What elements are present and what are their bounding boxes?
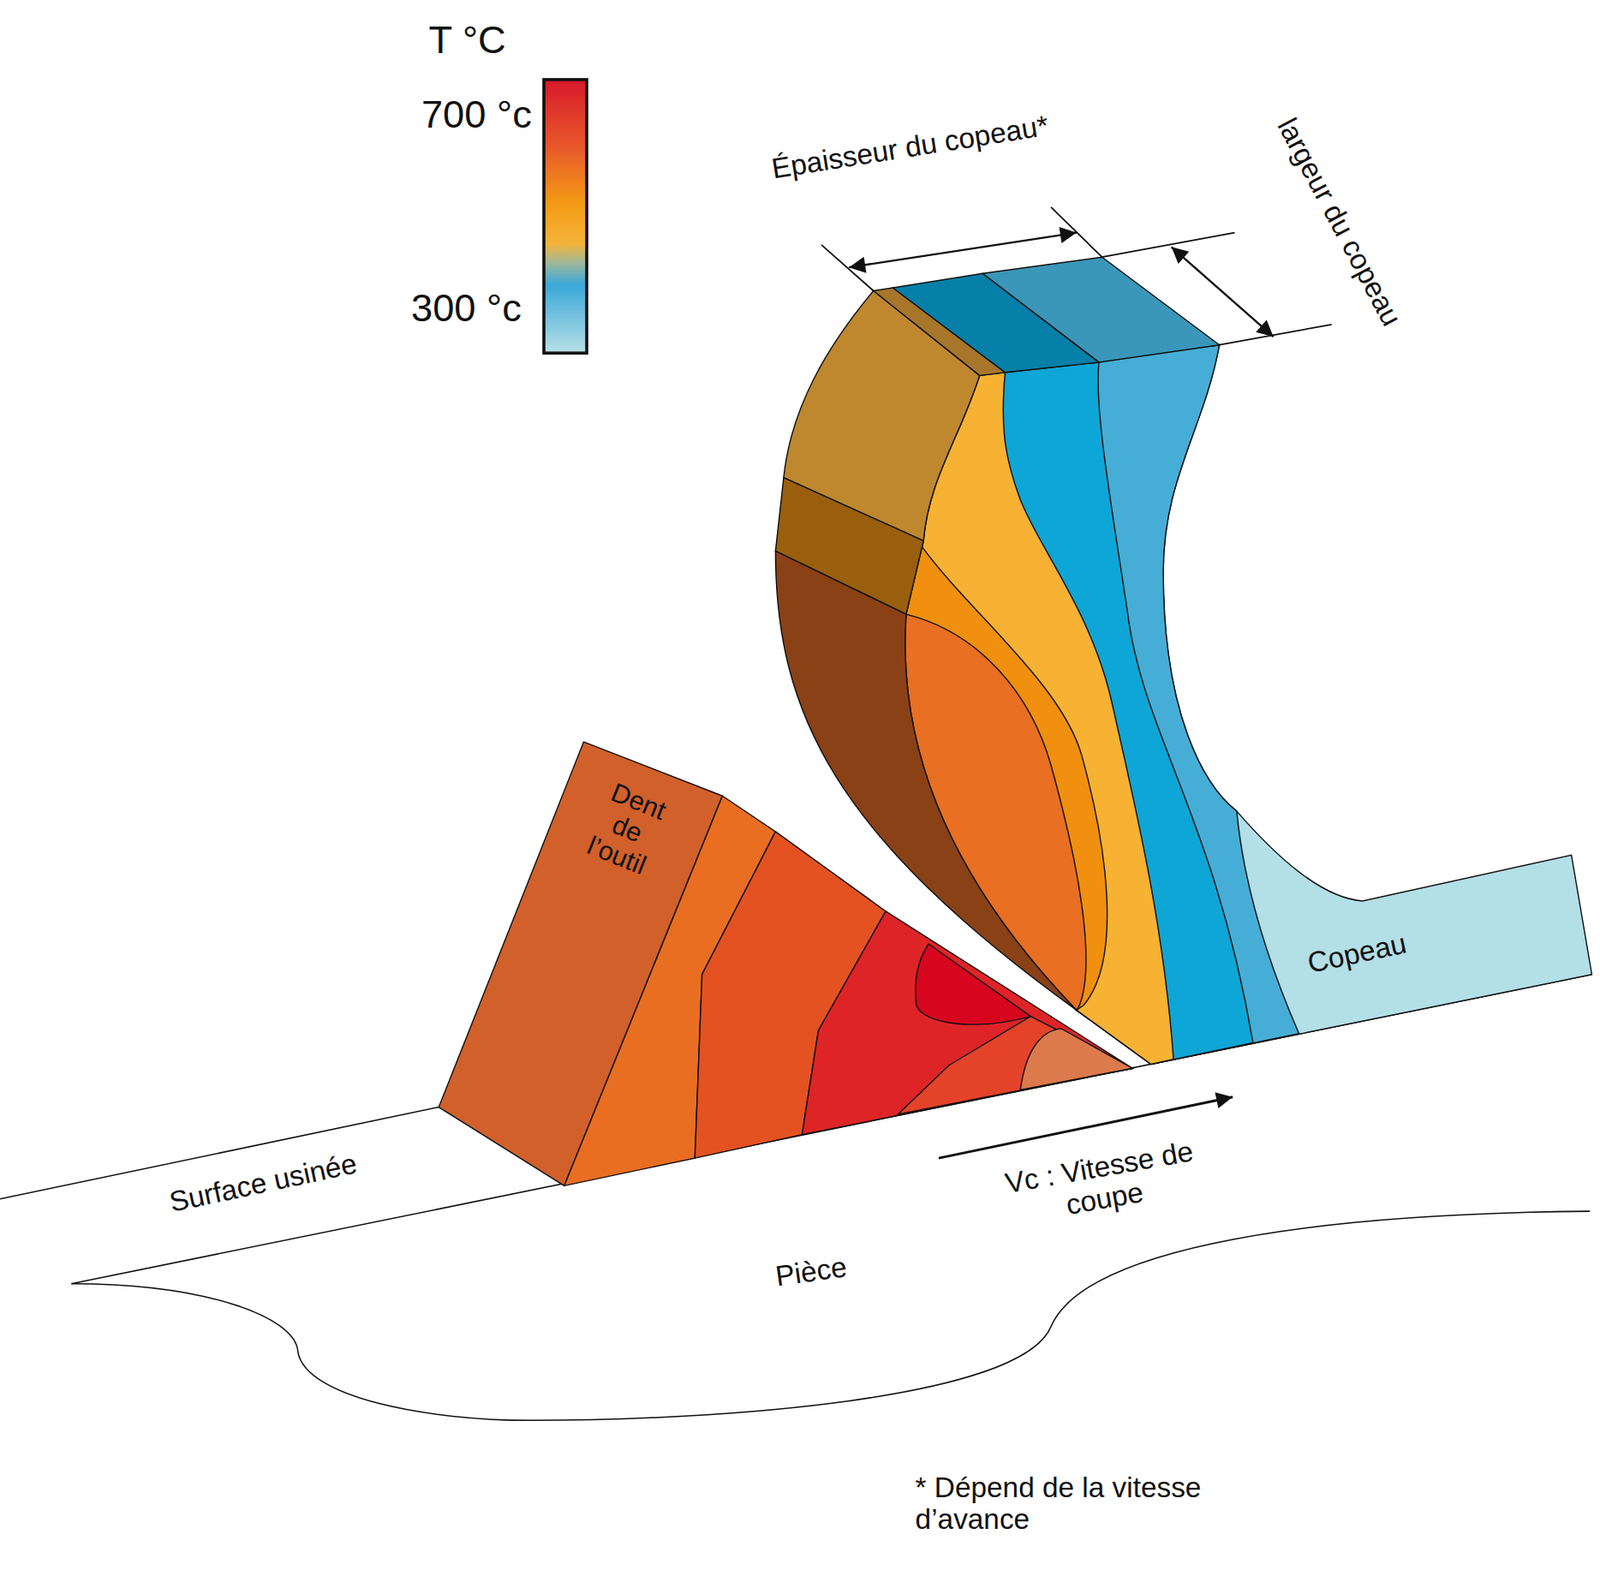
dimension-lines <box>821 207 1332 1159</box>
workpiece-outline <box>71 1211 1590 1421</box>
tool-zone <box>897 1016 1133 1115</box>
chip-side <box>775 550 1076 1010</box>
extension-line <box>1219 324 1332 346</box>
annotation-text: largeur du copeau <box>1271 113 1408 332</box>
chip-zone <box>905 362 1254 1065</box>
thickness-dimension <box>848 232 1077 269</box>
annotation-text: Épaisseur du copeau* <box>770 110 1051 186</box>
extension-line <box>1050 207 1103 257</box>
annotation-text: 700 °c <box>421 94 532 138</box>
annotation-text: * Dépend de la vitesse d’avance <box>915 1472 1258 1535</box>
annotation-text: 300 °c <box>411 287 522 331</box>
part-label: Dent de l’outil <box>571 771 684 885</box>
temperature-scale-bar <box>543 79 587 353</box>
chip <box>775 256 1592 1064</box>
annotation-text: Vc : Vitesse de coupe <box>980 1132 1224 1236</box>
chip-top <box>982 256 1219 363</box>
annotation-text: T °C <box>429 19 507 63</box>
annotation-text: Surface usinée <box>167 1148 360 1219</box>
extension-line <box>1102 232 1236 258</box>
part-name: Pièce <box>773 1252 849 1294</box>
part-label: Pièce <box>773 1252 849 1294</box>
extension-line <box>821 244 874 292</box>
chip-zone <box>905 372 1174 1065</box>
part-name: Dent de l’outil <box>571 771 684 885</box>
part-name: Copeau <box>1305 928 1410 980</box>
width-dimension <box>1171 246 1274 337</box>
part-label: Copeau <box>1305 928 1410 980</box>
chip-zone <box>905 345 1300 1065</box>
